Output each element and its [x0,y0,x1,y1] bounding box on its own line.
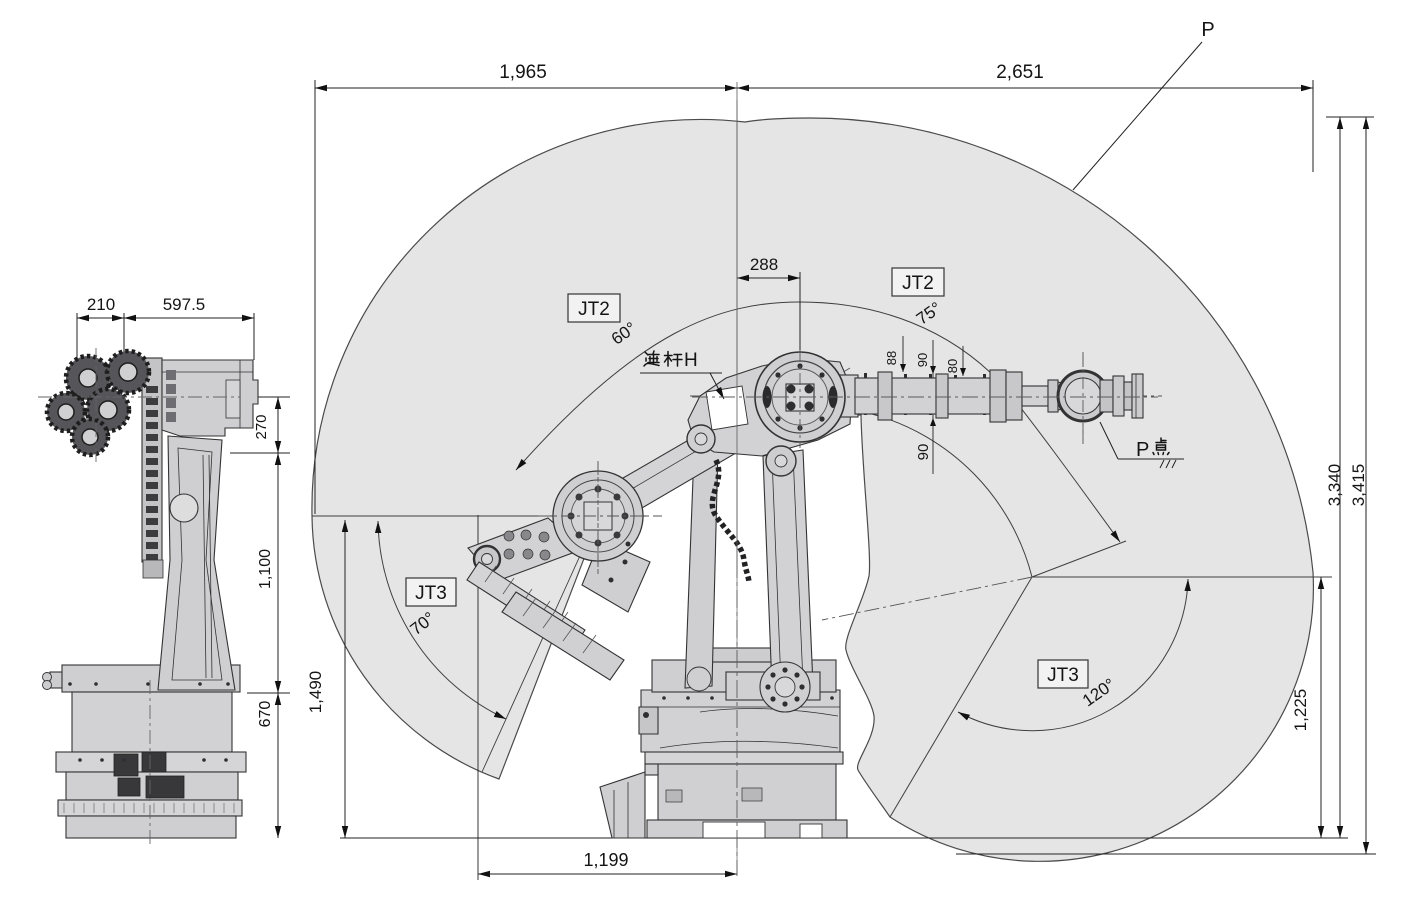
svg-text:210: 210 [87,295,115,314]
svg-text:1,965: 1,965 [499,62,547,83]
svg-text:3,340: 3,340 [1325,464,1344,507]
svg-text:597.5: 597.5 [163,295,206,314]
svg-text:270: 270 [253,414,270,439]
svg-text:P: P [1136,439,1149,461]
svg-text:90: 90 [915,353,930,367]
svg-text:670: 670 [257,701,274,728]
svg-text:JT2: JT2 [902,273,934,294]
svg-text:P: P [1201,19,1214,41]
svg-text:1,100: 1,100 [257,549,274,589]
svg-text:88: 88 [884,351,899,365]
svg-text:JT3: JT3 [415,583,447,604]
svg-text:288: 288 [750,255,778,274]
svg-text:JT2: JT2 [578,299,610,320]
svg-text:90: 90 [915,444,932,461]
svg-text:1,225: 1,225 [1291,689,1310,732]
svg-text:1,490: 1,490 [306,671,325,714]
svg-text:H: H [684,350,698,371]
svg-text:80: 80 [945,359,960,373]
svg-text:1,199: 1,199 [583,850,628,870]
svg-text:JT3: JT3 [1047,665,1079,686]
svg-text:3,415: 3,415 [1349,464,1368,507]
svg-text:2,651: 2,651 [996,62,1044,83]
